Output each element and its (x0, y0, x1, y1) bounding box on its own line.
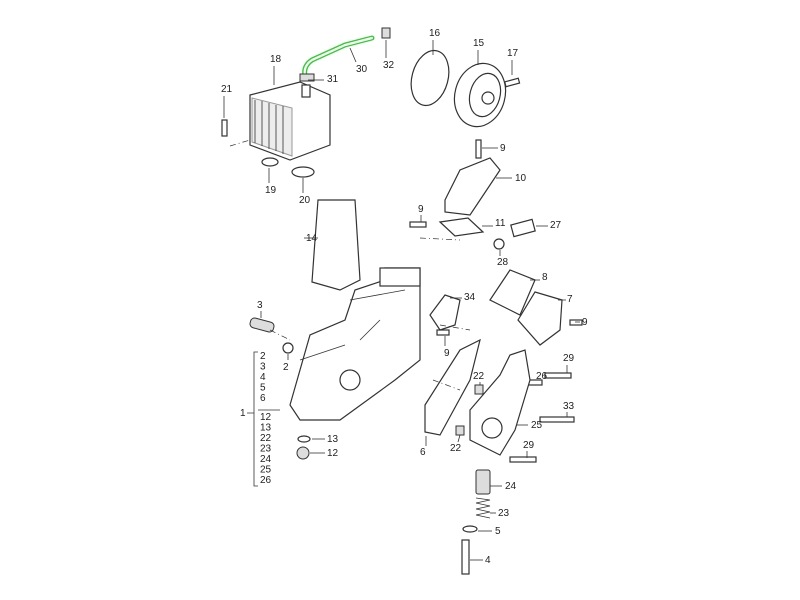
coolant-outlet-housing-part[interactable] (444, 157, 501, 216)
leader-line (457, 434, 461, 443)
callout-label-9[interactable]: 9 (444, 348, 450, 359)
seal-ring-part[interactable] (261, 157, 279, 167)
callout-label-28[interactable]: 28 (497, 257, 509, 268)
seal-ring-part[interactable] (291, 166, 315, 178)
callout-label-33[interactable]: 33 (563, 401, 575, 412)
callout-label-15[interactable]: 15 (473, 38, 485, 49)
dowel-sleeve-part[interactable] (249, 317, 275, 333)
group-item-26: 26 (260, 475, 272, 486)
callout-label-23[interactable]: 23 (498, 508, 510, 519)
callout-label-20[interactable]: 20 (299, 195, 311, 206)
group-item-13: 13 (260, 423, 272, 434)
group-item-6: 6 (260, 393, 266, 404)
o-ring-part[interactable] (493, 238, 505, 250)
plug-part[interactable] (296, 446, 310, 460)
group-item-24: 24 (260, 454, 272, 465)
group-item-23: 23 (260, 444, 272, 455)
sensor-part[interactable] (510, 218, 536, 238)
callout-label-1[interactable]: 1 (240, 408, 246, 419)
callout-label-25[interactable]: 25 (531, 420, 543, 431)
callout-label-29[interactable]: 29 (523, 440, 535, 451)
callout-label-9[interactable]: 9 (418, 204, 424, 215)
callout-label-11[interactable]: 11 (495, 218, 506, 229)
gasket-part[interactable] (311, 199, 361, 291)
leader-line (349, 47, 357, 63)
callout-label-29[interactable]: 29 (563, 353, 575, 364)
callout-label-32[interactable]: 32 (383, 60, 395, 71)
main-housing-part[interactable] (289, 267, 421, 421)
hose-clamp-part[interactable] (299, 73, 315, 82)
hose-clamp-part[interactable] (381, 27, 391, 39)
callout-label-14[interactable]: 14 (306, 233, 318, 244)
callout-label-9[interactable]: 9 (582, 317, 588, 328)
callout-label-10[interactable]: 10 (515, 173, 527, 184)
group-item-5: 5 (260, 383, 266, 394)
callout-label-34[interactable]: 34 (464, 292, 476, 303)
callout-label-8[interactable]: 8 (542, 272, 548, 283)
callout-label-5[interactable]: 5 (495, 526, 501, 537)
seal-ring-part[interactable] (297, 435, 311, 443)
callout-label-16[interactable]: 16 (429, 28, 441, 39)
callout-label-30[interactable]: 30 (356, 64, 368, 75)
oil-cooler-part[interactable] (249, 81, 331, 161)
callout-label-21[interactable]: 21 (221, 84, 233, 95)
dowel-part[interactable] (474, 384, 484, 395)
bracket-part[interactable] (429, 294, 461, 331)
callout-label-19[interactable]: 19 (265, 185, 277, 196)
callout-label-31[interactable]: 31 (327, 74, 339, 85)
callout-label-27[interactable]: 27 (550, 220, 562, 231)
o-ring-part[interactable] (282, 342, 294, 354)
callout-label-4[interactable]: 4 (485, 555, 491, 566)
o-ring-part[interactable] (405, 46, 454, 109)
water-pump-cover-part[interactable] (448, 58, 513, 133)
spring-part[interactable] (475, 497, 491, 519)
group-item-25: 25 (260, 465, 272, 476)
gasket-part[interactable] (424, 338, 481, 436)
callout-label-13[interactable]: 13 (327, 434, 339, 445)
cover-part[interactable] (517, 291, 563, 346)
callout-label-24[interactable]: 24 (505, 481, 517, 492)
group-item-12: 12 (260, 412, 272, 423)
callout-label-6[interactable]: 6 (420, 447, 426, 458)
callout-label-26[interactable]: 26 (536, 371, 548, 382)
assembly-bracket (247, 351, 280, 487)
gasket-part[interactable] (438, 217, 485, 237)
dowel-part[interactable] (455, 425, 465, 436)
callout-label-7[interactable]: 7 (567, 294, 573, 305)
callout-label-22[interactable]: 22 (450, 443, 462, 454)
callout-label-22[interactable]: 22 (473, 371, 485, 382)
callout-label-3[interactable]: 3 (257, 300, 263, 311)
piston-part[interactable] (475, 469, 491, 495)
washer-part[interactable] (462, 525, 478, 533)
callout-label-12[interactable]: 12 (327, 448, 339, 459)
group-item-3: 3 (260, 362, 266, 373)
group-item-22: 22 (260, 433, 272, 444)
group-item-2: 2 (260, 351, 266, 362)
oil-pump-part[interactable] (469, 349, 531, 456)
callout-label-2[interactable]: 2 (283, 362, 289, 373)
group-item-4: 4 (260, 372, 266, 383)
callout-label-17[interactable]: 17 (507, 48, 519, 59)
bolts (221, 77, 583, 575)
callout-label-18[interactable]: 18 (270, 54, 282, 65)
callout-label-9[interactable]: 9 (500, 143, 506, 154)
